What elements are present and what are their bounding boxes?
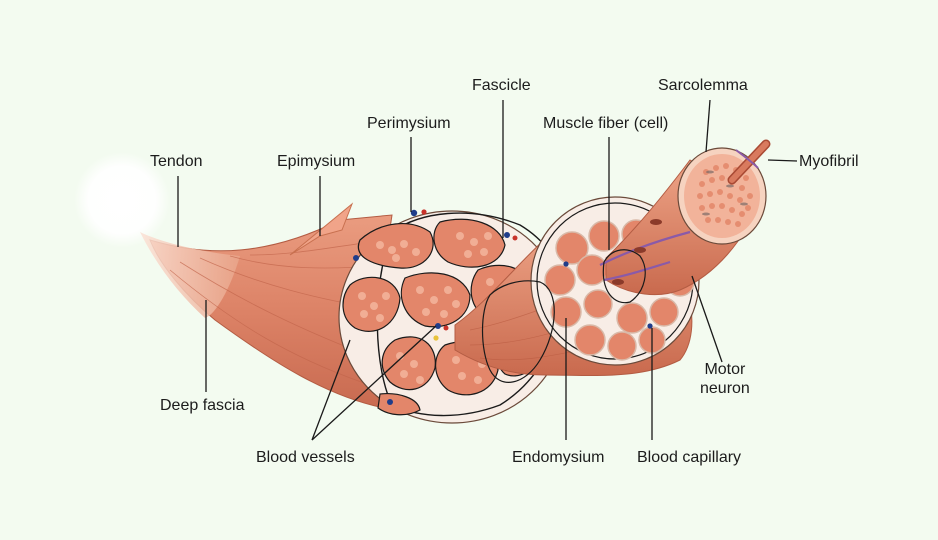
tendon-glow xyxy=(74,152,170,248)
label-blood-capillary: Blood capillary xyxy=(637,449,742,466)
epimysium-flap xyxy=(289,202,354,256)
label-perimysium: Perimysium xyxy=(367,115,451,132)
label-tendon: Tendon xyxy=(150,153,203,170)
muscle-fiber xyxy=(599,139,771,304)
label-muscle-fiber: Muscle fiber (cell) xyxy=(543,115,669,132)
label-blood-vessels: Blood vessels xyxy=(256,449,355,466)
fascicle-outline xyxy=(481,280,555,383)
blood-vessels-leader-2 xyxy=(311,325,437,441)
label-motor-neuron: Motor neuron xyxy=(700,360,750,398)
label-motor-neuron-line1: Motor xyxy=(704,361,746,378)
label-myofibril: Myofibril xyxy=(799,153,859,170)
label-fascicle: Fascicle xyxy=(472,77,531,94)
label-motor-neuron-line2: neuron xyxy=(700,380,750,397)
label-epimysium: Epimysium xyxy=(277,153,356,170)
motor-neuron-leader xyxy=(691,275,723,363)
label-endomysium: Endomysium xyxy=(512,449,605,466)
label-sarcolemma: Sarcolemma xyxy=(658,77,748,94)
leader-lines xyxy=(177,99,798,441)
blood-vessel-dots xyxy=(353,209,518,405)
sarcolemma-leader xyxy=(705,99,711,153)
label-deep-fascia: Deep fascia xyxy=(160,397,245,414)
blood-vessels-leader-1 xyxy=(311,339,351,441)
myofibril-leader xyxy=(767,159,798,162)
